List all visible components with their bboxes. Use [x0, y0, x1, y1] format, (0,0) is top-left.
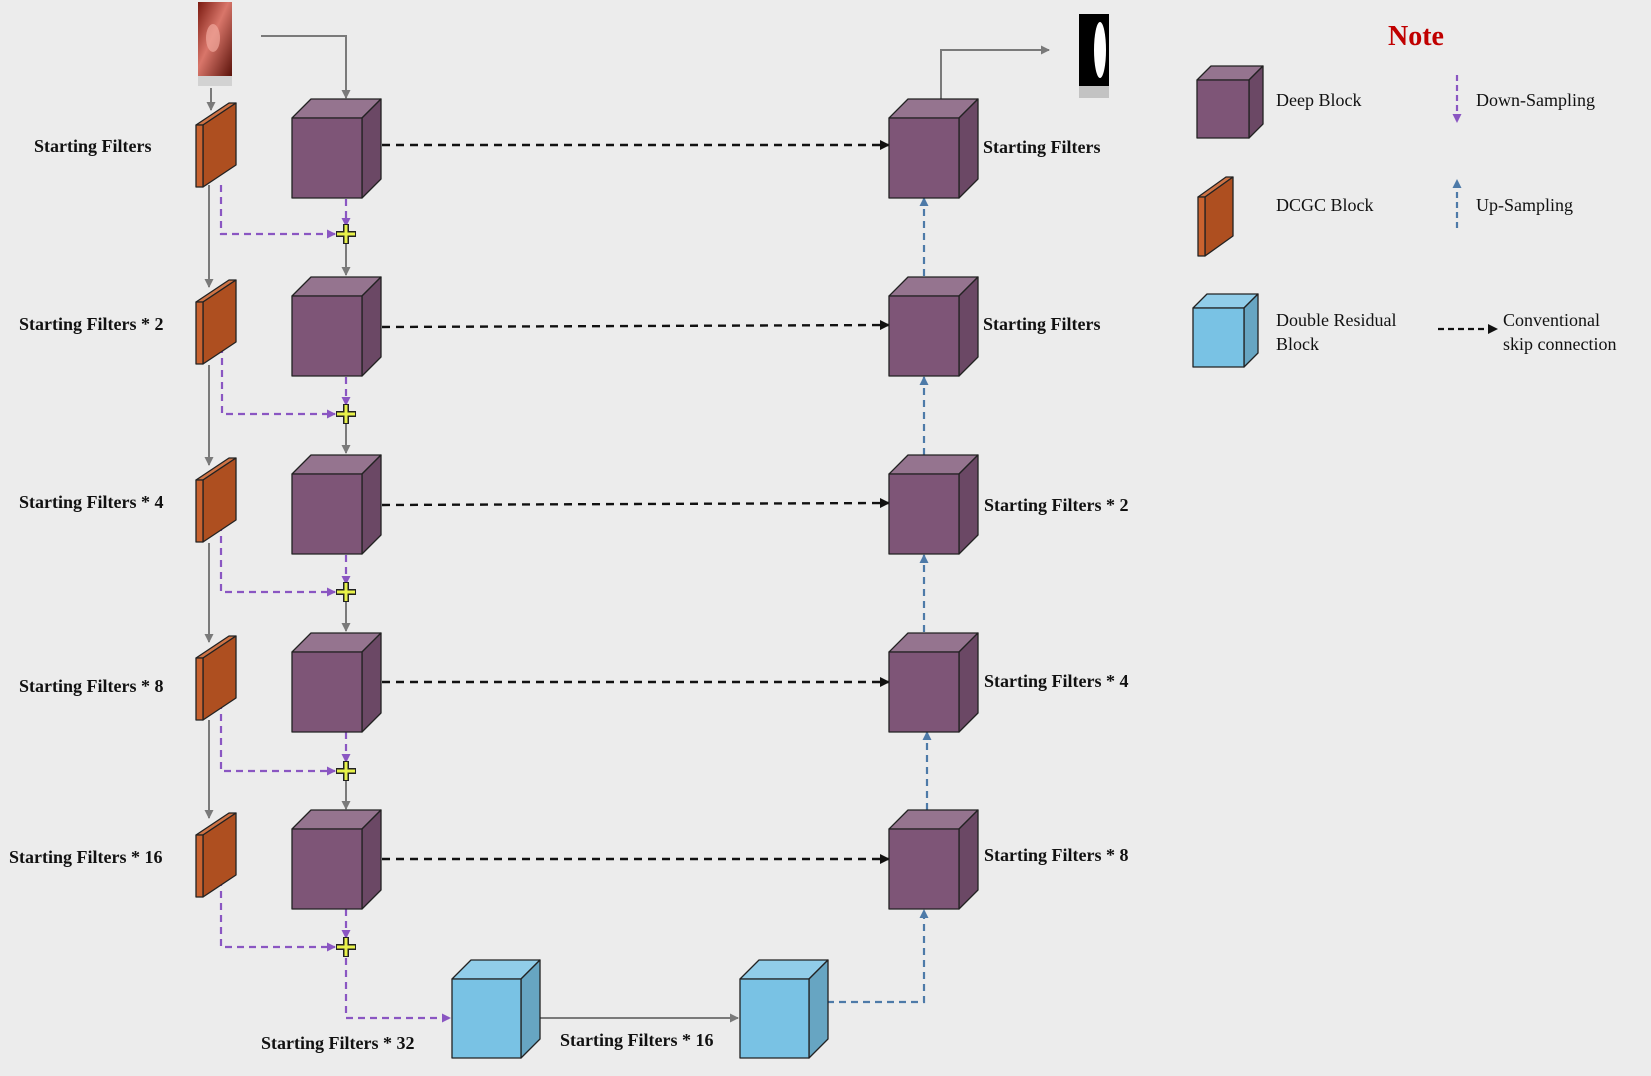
legend-upsampling-label: Up-Sampling [1476, 195, 1573, 215]
dcgc-block-3 [195, 457, 237, 543]
decoder-deep-block-5 [888, 809, 979, 910]
dcgc-block-5 [195, 812, 237, 898]
encoder-deep-block-1 [291, 98, 382, 199]
add-node-4 [336, 761, 356, 781]
fusion-add-nodes [336, 224, 356, 957]
decoder-label-4: Starting Filters * 4 [984, 671, 1128, 691]
legend-dcgc-block-icon [1197, 176, 1234, 257]
bottleneck-label-left: Starting Filters * 32 [261, 1033, 414, 1053]
legend-deep-block-label: Deep Block [1276, 90, 1361, 110]
encoder-deep-block-5 [291, 809, 382, 910]
legend-double-residual-label-line1: Double Residual [1276, 310, 1396, 330]
legend-double-residual-icon [1192, 293, 1259, 368]
legend-deep-block-icon [1196, 65, 1264, 139]
legend-double-residual-label-line2: Block [1276, 334, 1319, 354]
legend-title: Note [1388, 21, 1444, 52]
input-arrow-to-encoder [261, 35, 351, 99]
dcgc-gray-arrows [204, 88, 216, 819]
encoder-label-4: Starting Filters * 8 [19, 676, 163, 696]
legend-skip-label-line1: Conventional [1503, 310, 1600, 330]
encoder-deep-blocks [291, 98, 382, 910]
decoder-deep-block-4 [888, 632, 979, 733]
decoder-deep-block-3 [888, 454, 979, 555]
encoder-labels: Starting Filters Starting Filters * 2 St… [9, 136, 163, 867]
decoder-label-5: Starting Filters * 8 [984, 845, 1128, 865]
output-mask-image [1079, 14, 1109, 98]
dcgc-block-4 [195, 635, 237, 721]
upsampling-paths [827, 197, 932, 1004]
dcgc-block-1 [195, 102, 237, 188]
legend-downsampling-label: Down-Sampling [1476, 90, 1595, 110]
decoder-label-2: Starting Filters [983, 314, 1100, 334]
bottleneck-label-right: Starting Filters * 16 [560, 1030, 713, 1050]
add-node-3 [336, 582, 356, 602]
add-node-5 [336, 937, 356, 957]
decoder-deep-blocks [888, 98, 979, 910]
encoder-label-5: Starting Filters * 16 [9, 847, 162, 867]
double-residual-block-right [739, 959, 829, 1059]
encoder-label-1: Starting Filters [34, 136, 151, 156]
decoder-label-3: Starting Filters * 2 [984, 495, 1128, 515]
add-node-1 [336, 224, 356, 244]
encoder-deep-block-2 [291, 276, 382, 377]
decoder-label-1: Starting Filters [983, 137, 1100, 157]
dcgc-block-2 [195, 279, 237, 365]
encoder-deep-block-3 [291, 454, 382, 555]
input-image [198, 2, 232, 86]
encoder-label-3: Starting Filters * 4 [19, 492, 163, 512]
add-node-2 [336, 404, 356, 424]
encoder-label-2: Starting Filters * 2 [19, 314, 163, 334]
decoder-deep-block-2 [888, 276, 979, 377]
decoder-deep-block-1 [888, 98, 979, 199]
encoder-deep-block-4 [291, 632, 382, 733]
bottleneck-double-residual-blocks [451, 959, 829, 1059]
legend: Note Deep Block DCGC Block Double Residu… [1276, 21, 1616, 354]
skip-connections [381, 140, 890, 864]
legend-dcgc-block-label: DCGC Block [1276, 195, 1374, 215]
output-arrow-from-decoder [940, 45, 1050, 100]
double-residual-block-left [451, 959, 541, 1059]
encoder-dcgc-blocks [195, 102, 237, 898]
decoder-labels: Starting Filters Starting Filters Starti… [983, 137, 1128, 865]
legend-shapes [1192, 65, 1264, 368]
downsampling-paths [219, 185, 451, 1023]
legend-skip-label-line2: skip connection [1503, 334, 1616, 354]
